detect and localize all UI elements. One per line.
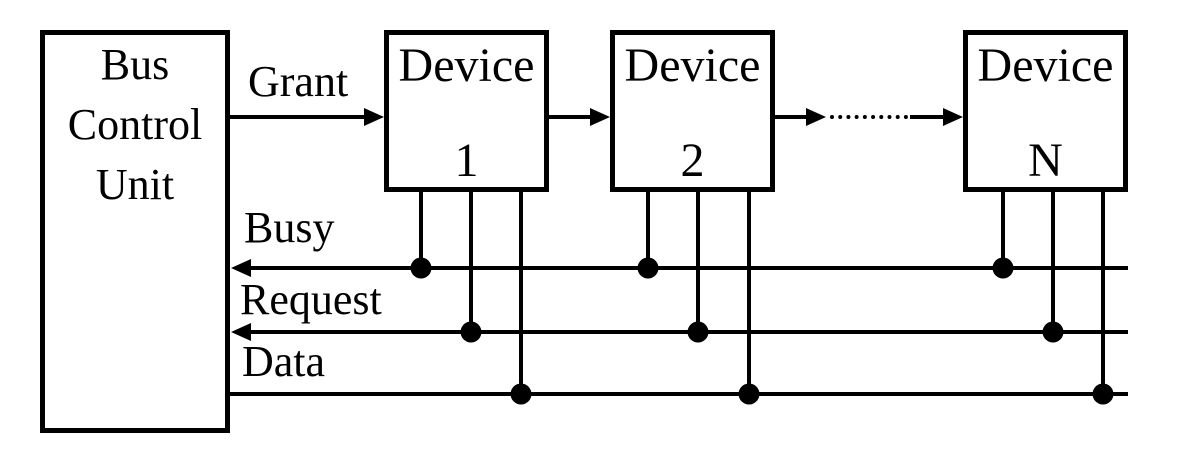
device-n-box: Device N <box>963 30 1128 192</box>
device-1-request-stub <box>469 192 473 334</box>
device-1-busy-stub <box>419 192 423 270</box>
connection-dot-busy-dn <box>992 257 1014 279</box>
connection-dot-busy-d1 <box>410 257 432 279</box>
connection-dot-request-dn <box>1042 321 1064 343</box>
daisy-chain-ellipsis <box>830 115 908 119</box>
data-label: Data <box>242 337 326 386</box>
busy-line <box>249 266 1128 270</box>
grant-label: Grant <box>248 57 349 106</box>
device-n-title: Device <box>977 39 1114 92</box>
bcu-label-line2: Control <box>67 100 203 149</box>
bcu-label-line1: Bus <box>100 40 170 89</box>
device-2-title: Device <box>624 39 761 92</box>
device-1-box: Device 1 <box>384 30 549 192</box>
device-2-data-stub <box>747 192 751 396</box>
connection-dot-data-dn <box>1092 383 1114 405</box>
connection-dot-request-d2 <box>687 321 709 343</box>
device-n-request-stub <box>1051 192 1055 334</box>
device-n-number: N <box>1028 134 1063 187</box>
grant-line <box>230 115 366 119</box>
data-line <box>228 392 1128 396</box>
grant-arrowhead-dn-icon <box>943 108 963 126</box>
connection-dot-request-d1 <box>460 321 482 343</box>
bcu-label-line3: Unit <box>95 160 175 209</box>
device-2-number: 2 <box>680 134 705 187</box>
bus-control-unit-box: Bus Control Unit <box>40 30 230 433</box>
device-2-busy-stub <box>646 192 650 270</box>
device-2-box: Device 2 <box>610 30 775 192</box>
busy-arrowhead-icon <box>231 259 251 277</box>
grant-line-d1-d2 <box>548 115 592 119</box>
request-label: Request <box>240 275 382 324</box>
connection-dot-data-d2 <box>738 383 760 405</box>
request-arrowhead-icon <box>231 323 251 341</box>
grant-arrowhead-icon <box>364 108 384 126</box>
device-1-data-stub <box>519 192 523 396</box>
device-1-number: 1 <box>454 134 479 187</box>
grant-arrowhead-mid-icon <box>806 108 826 126</box>
connection-dot-busy-d2 <box>637 257 659 279</box>
grant-line-d2-out <box>775 115 807 119</box>
connection-dot-data-d1 <box>510 383 532 405</box>
device-1-title: Device <box>398 39 535 92</box>
device-n-data-stub <box>1101 192 1105 396</box>
grant-line-into-dn <box>910 115 944 119</box>
device-2-request-stub <box>696 192 700 334</box>
grant-arrowhead-d2-icon <box>590 108 610 126</box>
busy-label: Busy <box>244 203 335 252</box>
device-n-busy-stub <box>1001 192 1005 270</box>
